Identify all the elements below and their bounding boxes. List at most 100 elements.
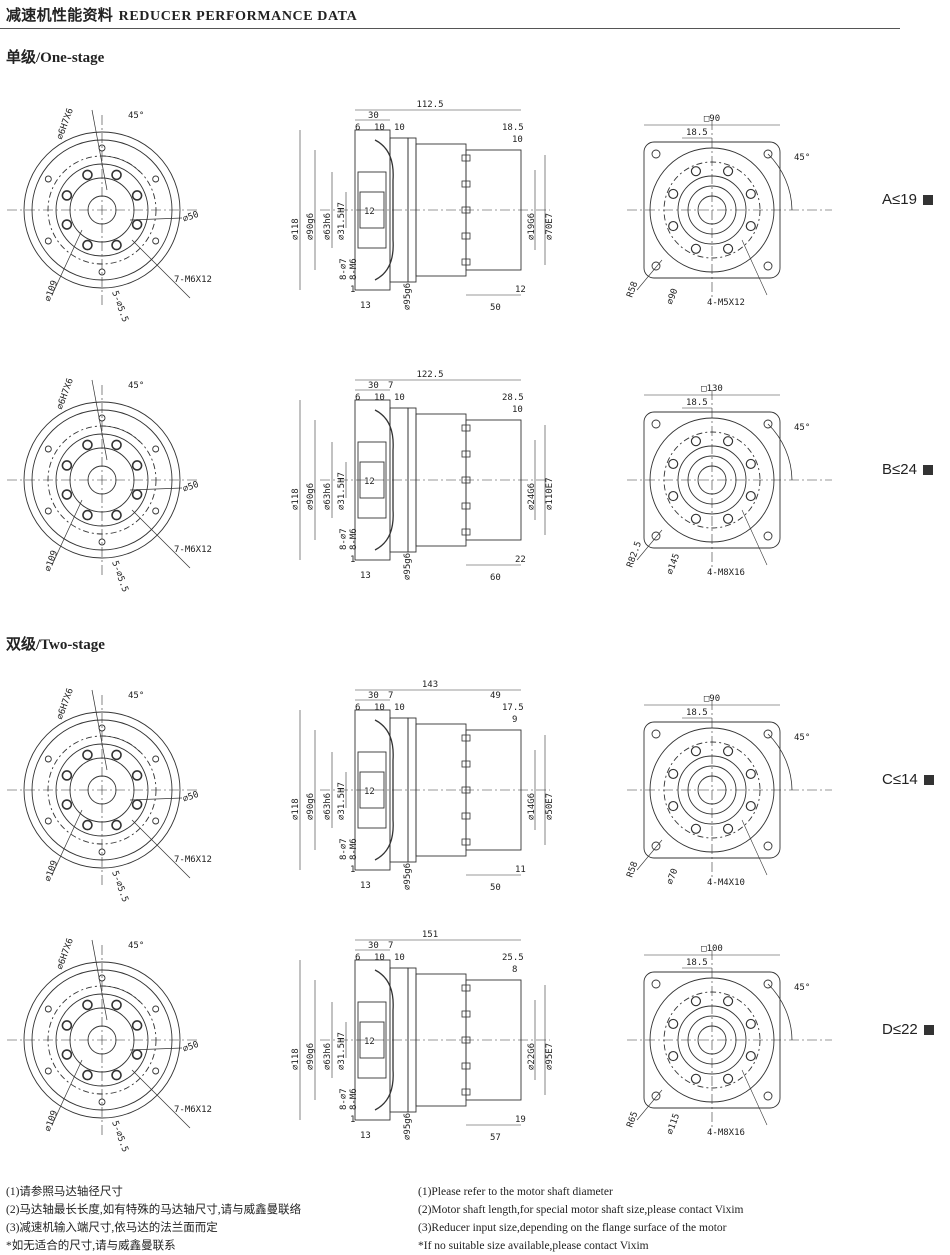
ratio-marker-icon <box>922 195 933 206</box>
end-bolt-hole <box>722 166 734 177</box>
end-bolt-hole <box>722 243 734 254</box>
bolt-hole <box>131 770 143 781</box>
dim-shaft-diameter: ⌀22G6 <box>527 1043 537 1070</box>
dim-o31: ⌀31.5H7 <box>337 782 347 820</box>
front-angle-label: 45° <box>128 941 144 951</box>
note-en-3: (3)Reducer input size,depending on the f… <box>418 1222 727 1234</box>
dim-o90: ⌀90g6 <box>306 483 316 510</box>
dim-7: 7 <box>388 381 393 391</box>
dim-input-step: 11 <box>515 865 526 875</box>
side-section-view <box>299 689 550 876</box>
side-section-view <box>299 939 550 1126</box>
dim-8m6: 8-M6 <box>349 1088 359 1110</box>
front-pcd-label: ⌀50 <box>182 790 201 805</box>
dim-o90: ⌀90g6 <box>306 213 316 240</box>
end-bolt-hole <box>745 490 756 502</box>
dim-8f: 8-⌀7 <box>339 258 349 280</box>
bolt-hole <box>82 169 93 181</box>
dim-10a: 10 <box>374 123 385 133</box>
ratio-text: B≤24 <box>882 461 917 478</box>
dim-total-length: 122.5 <box>416 370 443 380</box>
front-pcd-label: ⌀50 <box>182 480 201 495</box>
corner-hole <box>763 1091 773 1101</box>
bolt-hole <box>61 219 73 230</box>
end-bolt-hole <box>745 1018 756 1030</box>
front-angle-label: 45° <box>128 381 144 391</box>
dim-10a: 10 <box>374 703 385 713</box>
dim-input-diameter: ⌀95E7 <box>545 1043 555 1070</box>
end-bolt-hole <box>745 768 756 780</box>
dim-12: 12 <box>364 787 375 797</box>
corner-hole <box>651 841 661 851</box>
mounting-hole <box>152 507 160 515</box>
bolt-hole <box>131 799 143 810</box>
bolt-hole <box>111 509 122 521</box>
header-divider <box>0 28 900 29</box>
end-angle-label: 45° <box>794 983 810 993</box>
mounting-hole <box>152 1067 160 1075</box>
end-square-size: □90 <box>704 694 720 704</box>
mounting-hole <box>152 175 160 183</box>
front-view <box>7 939 197 1135</box>
bolt-hole <box>82 1069 93 1081</box>
mounting-hole <box>44 817 52 825</box>
dim-10b: 10 <box>394 953 405 963</box>
end-bolt-hole <box>690 513 702 524</box>
mounting-hole <box>44 507 52 515</box>
note-cn-1: (1)请参照马达轴径尺寸 <box>6 1186 123 1198</box>
dim-o31: ⌀31.5H7 <box>337 1032 347 1070</box>
end-bolt-hole <box>722 746 734 757</box>
front-outer-label: ⌀109 <box>43 859 60 883</box>
end-bolt-hole <box>722 996 734 1007</box>
mounting-hole <box>98 268 106 276</box>
dim-7: 7 <box>388 941 393 951</box>
dim-o118: ⌀118 <box>291 798 301 820</box>
dim-1: 1 <box>350 555 355 565</box>
mounting-hole <box>44 445 52 453</box>
end-square-size: □130 <box>701 384 723 394</box>
end-pcd: ⌀115 <box>665 1112 682 1136</box>
dim-o63: ⌀63h6 <box>323 213 333 240</box>
front-small-label: 5-⌀5.5 <box>109 1120 130 1154</box>
corner-hole <box>651 531 661 541</box>
front-small-label: 5-⌀5.5 <box>109 560 130 594</box>
end-bolt-hole <box>745 220 756 232</box>
mounting-hole <box>44 1005 52 1013</box>
dim-input-depth: 10 <box>512 135 523 145</box>
end-pcd: ⌀70 <box>665 867 680 886</box>
page-header: 减速机性能资料 REDUCER PERFORMANCE DATA <box>6 4 357 25</box>
dim-o95: ⌀95g6 <box>403 553 413 580</box>
dim-input-offset: 28.5 <box>502 393 524 403</box>
ratio-marker-icon <box>923 1025 934 1036</box>
note-cn-3: (3)减速机输入端尺寸,依马达的法兰面而定 <box>6 1222 218 1234</box>
ratio-text: A≤19 <box>882 191 917 208</box>
dim-8f: 8-⌀7 <box>339 1088 349 1110</box>
end-view <box>627 120 832 300</box>
dim-input-step: 12 <box>515 285 526 295</box>
ratio-label-c: C≤14 <box>882 771 934 788</box>
mounting-hole <box>152 1005 160 1013</box>
dim-input-depth: 9 <box>512 715 517 725</box>
dim-input-length: 50 <box>490 883 501 893</box>
dim-8m6: 8-M6 <box>349 258 359 280</box>
corner-hole <box>651 729 661 739</box>
note-en-1: (1)Please refer to the motor shaft diame… <box>418 1186 613 1198</box>
dim-8f: 8-⌀7 <box>339 838 349 860</box>
mounting-hole <box>152 445 160 453</box>
ratio-label-b: B≤24 <box>882 461 933 478</box>
note-cn-2: (2)马达轴最长长度,如有特殊的马达轴尺寸,请与威鑫曼联络 <box>6 1204 302 1216</box>
front-angle-label: 45° <box>128 111 144 121</box>
dim-input-offset: 17.5 <box>502 703 524 713</box>
dim-o90: ⌀90g6 <box>306 1043 316 1070</box>
end-offset: 18.5 <box>686 958 708 968</box>
front-view <box>7 109 197 305</box>
corner-hole <box>763 149 773 159</box>
dim-30: 30 <box>368 941 379 951</box>
front-pcd-label: ⌀50 <box>182 210 201 225</box>
side-section-view <box>299 109 550 296</box>
dim-input-step: 22 <box>515 555 526 565</box>
front-pcd-label: ⌀50 <box>182 1040 201 1055</box>
corner-hole <box>763 261 773 271</box>
dim-shaft-diameter: ⌀14G6 <box>527 793 537 820</box>
corner-hole <box>651 261 661 271</box>
